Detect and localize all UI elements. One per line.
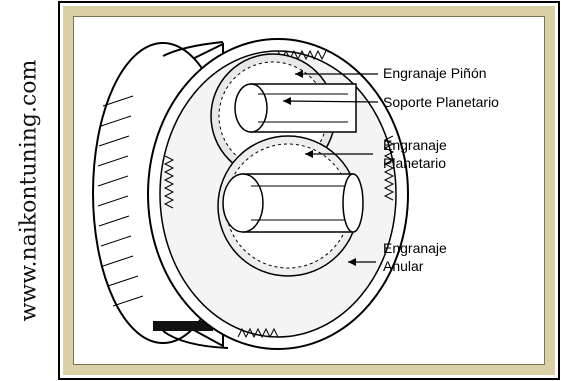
label-ring-gear-line2: Anular	[383, 258, 424, 274]
planet-carrier-shaft	[235, 84, 356, 132]
watermark-url: www.naikontuning.com	[17, 60, 42, 322]
label-planet-carrier: Soporte Planetario	[383, 94, 499, 110]
label-ring-gear-line1: Engranaje	[383, 240, 447, 256]
planetary-gear-diagram: Engranaje Piñón Soporte Planetario Engra…	[73, 16, 545, 365]
label-sun-gear-line2: Planetario	[383, 155, 446, 171]
label-sun-gear-line1: Engranaje	[383, 137, 447, 153]
watermark-text-container: www.naikontuning.com	[0, 0, 58, 381]
sun-gear-shaft	[223, 174, 363, 232]
label-pinion-gear: Engranaje Piñón	[383, 65, 487, 81]
